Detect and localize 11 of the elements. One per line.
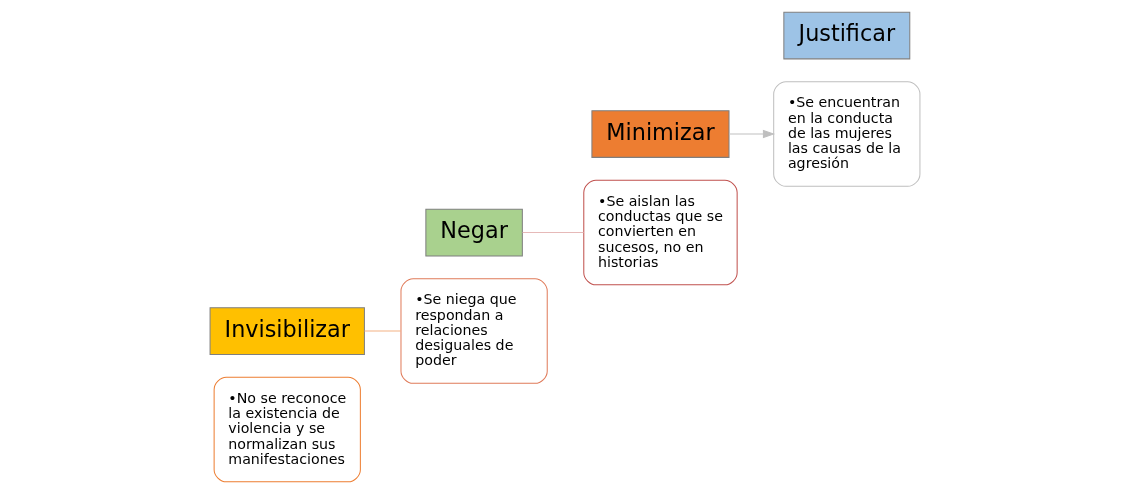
connector — [364, 330, 402, 332]
node-box: •No se reconoce la existencia de violencia y se normalizan sus manifestaciones — [213, 376, 361, 483]
node-box: Invisibilizar — [209, 307, 365, 355]
node-box: Justificar — [783, 11, 911, 60]
node-box: •Se aislan las conductas que se convierten en sucesos, no en historias — [583, 179, 738, 286]
node-box: •Se niega que respondan a relaciones desiguales de poder — [400, 278, 548, 384]
connector — [522, 232, 585, 234]
node-box: •Se encuentran en la conducta de las mujeres las causas de la agresión — [773, 81, 921, 187]
node-box: Minimizar — [591, 110, 730, 158]
arrow — [728, 129, 776, 139]
node-box: Negar — [425, 208, 523, 257]
